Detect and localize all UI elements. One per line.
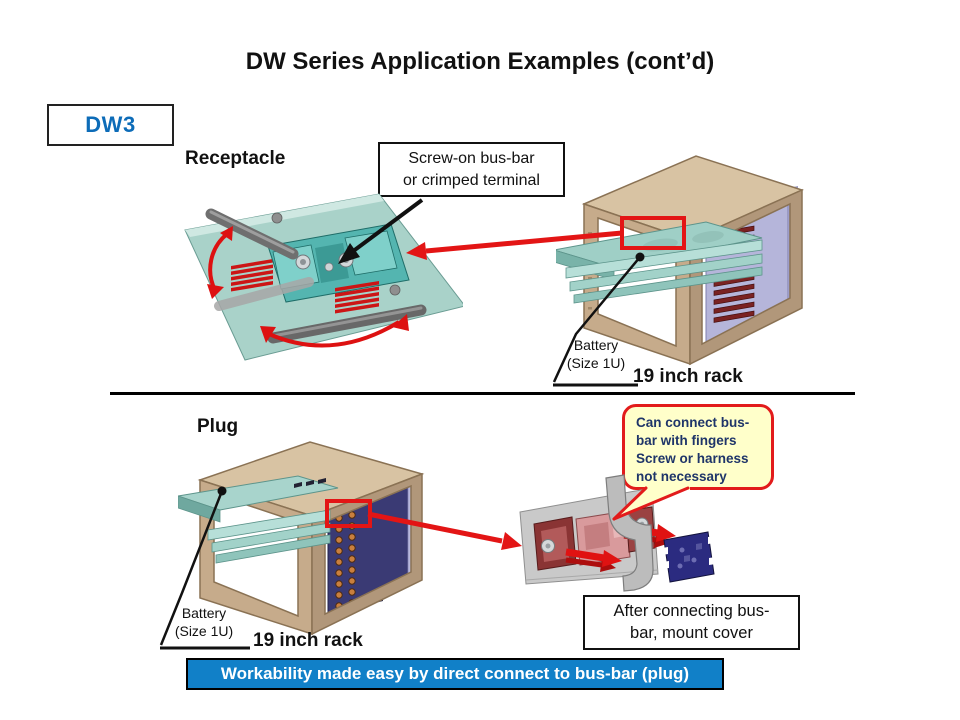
connector-cover (662, 531, 716, 583)
rack-top-illustration (556, 155, 804, 366)
callout-line-1: Screw-on bus-bar (408, 150, 535, 167)
plug-label: Plug (197, 416, 239, 437)
busbar-fins-left (231, 259, 273, 292)
plug-illustration (519, 474, 716, 592)
finger-connect-bubble: Can connect bus- bar with fingers Screw … (622, 404, 774, 490)
bubble-line-3: Screw or harness (636, 451, 749, 467)
battery-bottom-line-1: Battery (181, 605, 227, 621)
rotation-arrowheads (207, 226, 409, 343)
receptacle-label: Receptacle (185, 148, 286, 169)
cover-note-box: After connecting bus- bar, mount cover (583, 595, 800, 650)
dw3-badge-label: DW3 (85, 112, 136, 137)
screw-on-callout-box: Screw-on bus-bar or crimped terminal (378, 142, 565, 198)
cover-note-line-2: bar, mount cover (630, 624, 753, 643)
bubble-line-4: not necessary (636, 469, 727, 485)
rack-label-top: 19 inch rack (633, 366, 743, 387)
battery-label-bottom: Battery (Size 1U) (160, 604, 248, 640)
section-divider (110, 392, 855, 395)
callout-line-2: or crimped terminal (403, 171, 540, 189)
bubble-line-2: bar with fingers (636, 433, 737, 449)
slide-title: DW Series Application Examples (cont’d) (245, 48, 715, 75)
battery-bottom-line-2: (Size 1U) (174, 623, 234, 640)
busbar-fins-right (335, 281, 379, 314)
cover-note-line-1: After connecting bus- (613, 602, 770, 620)
rotation-arrows (208, 232, 401, 348)
bubble-line-1: Can connect bus- (636, 415, 750, 430)
receptacle-illustration (184, 193, 463, 361)
cables (205, 208, 427, 344)
dw3-badge: DW3 (47, 104, 174, 146)
workability-banner: Workability made easy by direct connect … (186, 658, 724, 690)
rack-label-bottom: 19 inch rack (253, 630, 363, 651)
